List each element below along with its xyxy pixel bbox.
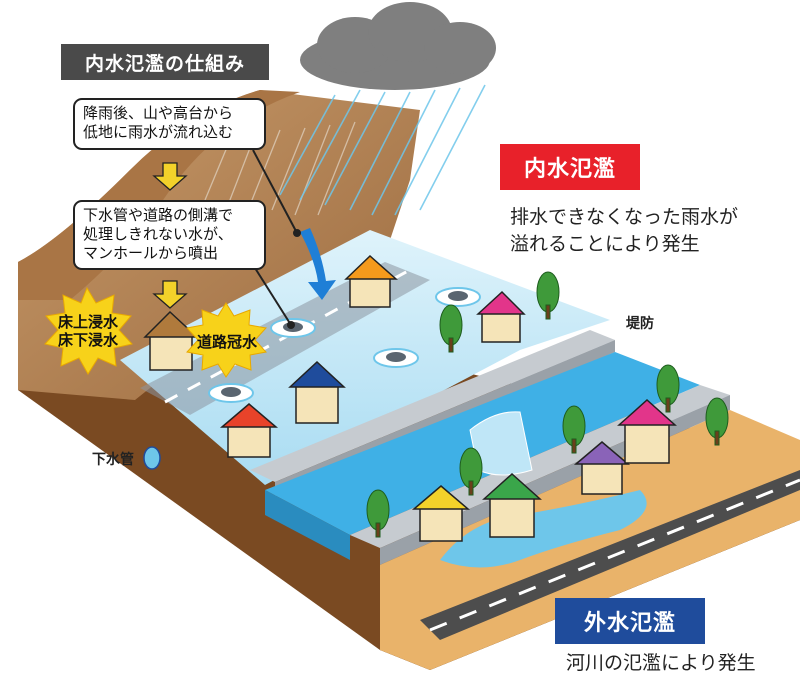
pointer-line-1 xyxy=(252,149,298,234)
house-green xyxy=(482,472,542,538)
right-road xyxy=(420,470,800,640)
inland-flood-desc-2: 溢れることにより発生 xyxy=(510,233,700,255)
house-purple xyxy=(573,441,631,495)
step-1-line-2: 低地に雨水が流れ込む xyxy=(83,123,234,141)
pointer-line-2 xyxy=(254,267,292,326)
house-red xyxy=(219,403,279,458)
step-2-line-2: 処理しきれない水が、 xyxy=(83,225,233,243)
step-2-line-3: マンホールから噴出 xyxy=(83,244,219,262)
overflow-water xyxy=(440,490,647,568)
house-brown-left xyxy=(143,310,199,371)
levee-left xyxy=(250,330,615,482)
floor-flood-line-1: 床上浸水 xyxy=(58,313,119,331)
pointer-dot-2 xyxy=(287,321,295,329)
pointer-dot-1 xyxy=(293,229,301,237)
starburst-floor xyxy=(44,286,133,375)
sewer-label: 下水管 xyxy=(92,452,134,468)
step-arrow-2 xyxy=(152,280,188,309)
house-pink-top xyxy=(476,290,526,343)
sewer-pipe-end xyxy=(143,446,161,470)
runoff-arrow xyxy=(300,228,336,300)
house-pink-right xyxy=(617,398,677,464)
house-blue xyxy=(288,360,346,424)
step-1-callout: 降雨後、山や高台から 低地に雨水が流れ込む xyxy=(73,98,266,150)
trees xyxy=(366,271,729,538)
external-flood-desc: 河川の氾濫により発生 xyxy=(566,652,756,674)
levee-breach-water xyxy=(469,411,533,476)
step-2-line-1: 下水管や道路の側溝で xyxy=(83,206,234,224)
road-flood-badge: 道路冠水 xyxy=(196,333,257,351)
inland-flood-label: 内水氾濫 xyxy=(500,144,640,190)
external-flood-label: 外水氾濫 xyxy=(555,598,705,644)
river-front xyxy=(265,490,350,560)
house-orange-top xyxy=(344,254,398,308)
step-arrow-1 xyxy=(152,162,188,191)
house-yellow xyxy=(411,485,471,542)
starburst-road xyxy=(186,302,267,378)
floor-flood-line-2: 床下浸水 xyxy=(58,331,119,349)
right-road-marks xyxy=(429,478,801,632)
step-1-line-1: 降雨後、山や高台から xyxy=(83,104,234,122)
diagram-title: 内水氾濫の仕組み xyxy=(61,44,269,80)
rain-cloud xyxy=(279,2,496,216)
floor-flood-badge: 床上浸水 床下浸水 xyxy=(58,313,118,349)
step-2-callout: 下水管や道路の側溝で 処理しきれない水が、 マンホールから噴出 xyxy=(73,200,266,270)
inland-flood-desc-1: 排水できなくなった雨水が xyxy=(510,206,739,228)
levee-label: 堤防 xyxy=(626,316,654,332)
